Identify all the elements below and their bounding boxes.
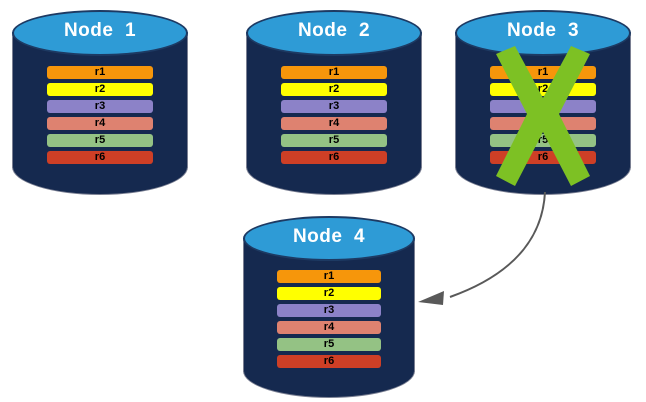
node-2-cylinder-bottom (246, 167, 422, 195)
node-2-record-r1[interactable]: r1 (281, 66, 387, 79)
node-1-record-r5[interactable]: r5 (47, 134, 153, 147)
node-4[interactable]: Node 4 r1 r2 r3 r4 r5 r6 (243, 212, 415, 398)
node-2-record-r3[interactable]: r3 (281, 100, 387, 113)
node-4-record-r5[interactable]: r5 (277, 338, 381, 351)
node-3-record-r3[interactable]: r3 (490, 100, 596, 113)
node-4-record-stack: r1 r2 r3 r4 r5 r6 (277, 270, 381, 368)
node-4-cylinder-top (243, 216, 415, 261)
node-3-record-r6[interactable]: r6 (490, 151, 596, 164)
node-4-record-r2[interactable]: r2 (277, 287, 381, 300)
node-1-cylinder-bottom (12, 167, 188, 195)
node-4-record-r4[interactable]: r4 (277, 321, 381, 334)
recovery-arrow-head-icon (418, 291, 444, 305)
node-2-record-r4[interactable]: r4 (281, 117, 387, 130)
node-3-record-r2[interactable]: r2 (490, 83, 596, 96)
node-3-cylinder-bottom (455, 167, 631, 195)
node-3-record-r5[interactable]: r5 (490, 134, 596, 147)
node-4-cylinder-bottom (243, 371, 415, 398)
node-2-record-r2[interactable]: r2 (281, 83, 387, 96)
node-4-record-r6[interactable]: r6 (277, 355, 381, 368)
node-1-record-r3[interactable]: r3 (47, 100, 153, 113)
node-3-record-r4[interactable]: r4 (490, 117, 596, 130)
node-4-record-r1[interactable]: r1 (277, 270, 381, 283)
node-3-record-r1[interactable]: r1 (490, 66, 596, 79)
node-1-record-r4[interactable]: r4 (47, 117, 153, 130)
node-3[interactable]: Node 3 r1 r2 r3 r4 r5 r6 (455, 6, 631, 195)
node-2[interactable]: Node 2 r1 r2 r3 r4 r5 r6 (246, 6, 422, 195)
node-2-record-r6[interactable]: r6 (281, 151, 387, 164)
node-1-record-stack: r1 r2 r3 r4 r5 r6 (47, 66, 153, 164)
node-1-record-r2[interactable]: r2 (47, 83, 153, 96)
node-3-record-stack: r1 r2 r3 r4 r5 r6 (490, 66, 596, 164)
node-4-record-r3[interactable]: r3 (277, 304, 381, 317)
node-2-cylinder-top (246, 10, 422, 56)
node-1[interactable]: Node 1 r1 r2 r3 r4 r5 r6 (12, 6, 188, 195)
recovery-arrow-path (449, 191, 546, 298)
node-2-record-r5[interactable]: r5 (281, 134, 387, 147)
node-1-record-r1[interactable]: r1 (47, 66, 153, 79)
node-2-record-stack: r1 r2 r3 r4 r5 r6 (281, 66, 387, 164)
node-1-cylinder-top (12, 10, 188, 56)
node-3-cylinder-top (455, 10, 631, 56)
node-1-record-r6[interactable]: r6 (47, 151, 153, 164)
